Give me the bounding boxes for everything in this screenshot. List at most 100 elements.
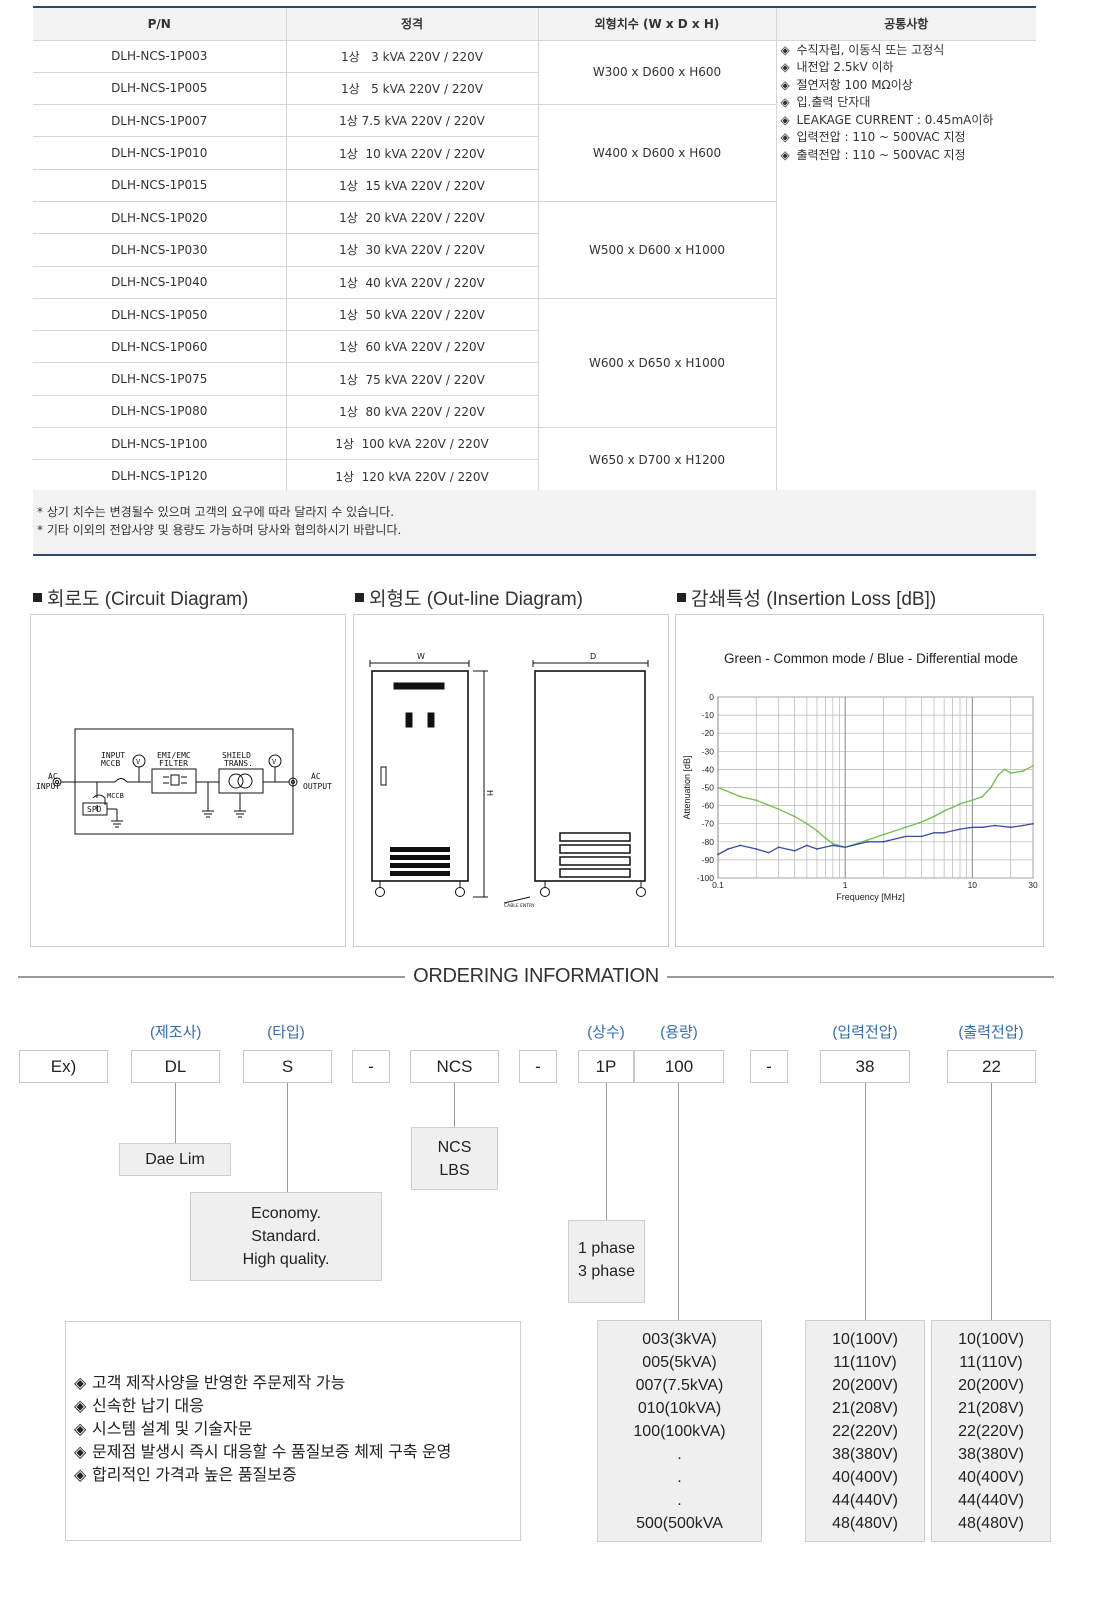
data-point	[981, 795, 984, 798]
voltmeter-icon: V	[272, 758, 277, 766]
data-point	[981, 826, 984, 829]
data-point	[755, 848, 758, 850]
option-item: 20(200V)	[832, 1377, 898, 1394]
note-text: 수직자립, 이동식 또는 고정식	[796, 42, 945, 57]
note-item: ◈출력전압 : 110 ~ 500VAC 지정	[781, 147, 1033, 165]
feature-text: 시스템 설계 및 기술자문	[92, 1421, 253, 1438]
connector-line	[606, 1083, 607, 1220]
option-item: 005(5kVA)	[642, 1354, 717, 1371]
height-label: H	[485, 790, 494, 796]
option-item: 22(220V)	[958, 1423, 1024, 1440]
option-item: LBS	[439, 1162, 470, 1179]
data-point	[1022, 770, 1024, 773]
part-number-cell: DLH-NCS-1P120	[33, 459, 287, 493]
option-item: Standard.	[251, 1228, 321, 1245]
y-axis-title: Attenuation [dB]	[682, 755, 692, 819]
category-maker: (제조사)	[150, 1024, 202, 1041]
data-point	[805, 844, 808, 847]
data-point	[816, 848, 818, 850]
category-type: (타입)	[267, 1024, 305, 1041]
emi-filter-label: EMI/EMC	[157, 751, 191, 760]
part-number-cell: DLH-NCS-1P075	[33, 362, 287, 396]
y-tick-label: -100	[697, 873, 714, 883]
data-point	[717, 786, 719, 789]
data-point	[739, 795, 742, 798]
option-item: 007(7.5kVA)	[635, 1377, 724, 1394]
note-text: 출력전압 : 110 ~ 500VAC 지정	[796, 148, 966, 163]
x-tick-label: 10	[968, 880, 978, 890]
outline-diagram: W D H CABLE ENTRY	[369, 652, 649, 909]
common-mode-line	[717, 765, 1034, 848]
outline-diagram-panel: W D H CABLE ENTRY	[353, 614, 669, 947]
data-point	[971, 799, 974, 802]
series-options: NCS LBS	[411, 1127, 498, 1190]
dimension-cell: W650 x D700 x H1200	[538, 427, 777, 493]
x-tick-label: 0.1	[712, 880, 724, 890]
code-maker: DL	[131, 1050, 220, 1083]
option-item: 11(110V)	[833, 1354, 897, 1371]
feature-text: 합리적인 가격과 높은 품질보증	[92, 1467, 297, 1484]
heading-rule-left	[18, 976, 414, 978]
rating-cell: 1상 30 kVA 220V / 220V	[286, 233, 539, 267]
code-dash: -	[519, 1050, 557, 1083]
dimension-cell: W600 x D650 x H1000	[538, 298, 777, 429]
part-number-cell: DLH-NCS-1P015	[33, 169, 287, 202]
circuit-diagram-title: 회로도 (Circuit Diagram)	[33, 584, 248, 611]
emi-filter-label: FILTER	[159, 759, 188, 768]
option-item: .	[677, 1492, 682, 1509]
option-item: 1 phase	[578, 1240, 635, 1257]
header-common: 공통사항	[776, 6, 1036, 41]
data-point	[1009, 826, 1012, 829]
option-item: Dae Lim	[145, 1151, 205, 1168]
rating-cell: 1상 20 kVA 220V / 220V	[286, 201, 539, 235]
option-item: High quality.	[242, 1251, 330, 1268]
circuit-diagram: AC INPUT AC OUTPUT INPUT MCCB EMI/EMC FI…	[36, 728, 332, 835]
data-point	[904, 835, 907, 838]
outline-diagram-title: 외형도 (Out-line Diagram)	[355, 584, 583, 611]
note-item: ◈LEAKAGE CURRENT : 0.45mA이하	[781, 112, 1033, 130]
option-item: 40(400V)	[832, 1469, 898, 1486]
data-point	[997, 773, 1000, 776]
diamond-bullet-icon: ◈	[780, 42, 790, 57]
type-options: Economy. Standard. High quality.	[190, 1192, 382, 1281]
data-point	[777, 846, 780, 849]
note-item: ◈입.출력 단자대	[781, 94, 1033, 112]
data-point	[959, 828, 961, 831]
part-number-cell: DLH-NCS-1P040	[33, 266, 287, 299]
option-item: 20(200V)	[958, 1377, 1024, 1394]
input-voltage-options: 10(100V)11(110V)20(200V)21(208V)22(220V)…	[805, 1320, 925, 1542]
diamond-bullet-icon: ◈	[74, 1375, 87, 1392]
part-number-cell: DLH-NCS-1P005	[33, 72, 287, 106]
note-item: ◈내전압 2.5kV 이하	[781, 59, 1033, 77]
part-number-cell: DLH-NCS-1P050	[33, 298, 287, 332]
header-dimensions: 외형치수 (W x D x H)	[538, 6, 777, 41]
square-bullet-icon	[33, 593, 42, 602]
option-item: .	[677, 1446, 682, 1463]
option-item: 100(100kVA)	[633, 1423, 726, 1440]
x-axis-title: Frequency [MHz]	[836, 892, 905, 902]
note-item: ◈ 수직자립, 이동식 또는 고정식	[781, 42, 1033, 60]
y-tick-label: -20	[702, 728, 715, 738]
footnote-line: * 상기 치수는 변경될수 있으며 고객의 요구에 따라 달라지 수 있습니다.	[37, 505, 395, 519]
data-point	[904, 826, 907, 829]
circuit-diagram-panel: AC INPUT AC OUTPUT INPUT MCCB EMI/EMC FI…	[30, 614, 346, 947]
insertion-loss-title: 감쇄특성 (Insertion Loss [dB])	[677, 584, 936, 611]
code-output-voltage: 22	[947, 1050, 1036, 1083]
data-point	[793, 815, 796, 818]
data-point	[824, 837, 827, 840]
connector-line	[991, 1083, 992, 1320]
feature-text: 신속한 납기 대응	[92, 1398, 204, 1415]
code-example: Ex)	[19, 1050, 108, 1083]
option-item: 22(220V)	[832, 1423, 898, 1440]
diamond-bullet-icon: ◈	[780, 130, 790, 145]
y-tick-label: -50	[702, 783, 715, 793]
rating-cell: 1상 5 kVA 220V / 220V	[286, 72, 539, 106]
data-point	[920, 820, 923, 823]
